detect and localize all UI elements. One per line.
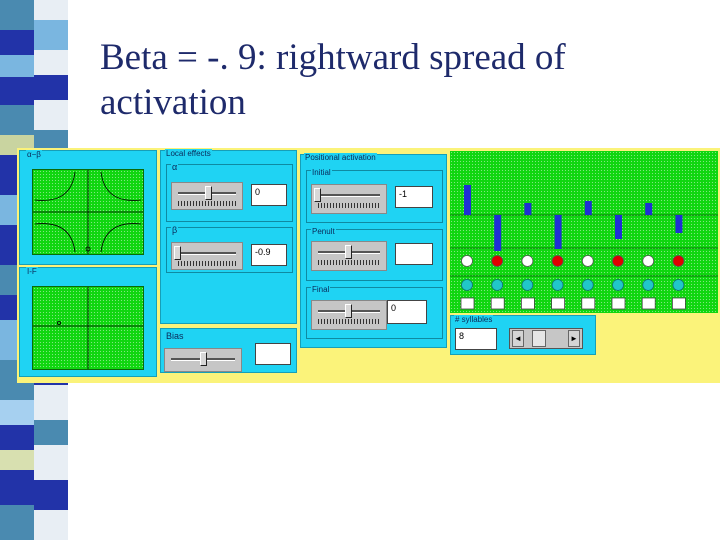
syllable-circle — [642, 255, 655, 267]
activation-bar — [554, 215, 562, 249]
bias-panel: Bias — [160, 328, 297, 373]
syllables-scroll-thumb[interactable] — [532, 330, 546, 347]
final-group: Final 0 — [306, 285, 443, 339]
syllable-marker[interactable] — [642, 279, 655, 291]
final-slider-thumb[interactable] — [345, 304, 352, 318]
positional-activation-label: Positional activation — [304, 153, 377, 162]
activation-bar — [645, 203, 653, 215]
beta-label: β — [171, 225, 179, 235]
initial-slider[interactable] — [311, 184, 387, 214]
syllable-marker[interactable] — [672, 279, 685, 291]
final-field[interactable]: 0 — [387, 300, 427, 324]
syllables-spinner[interactable]: ◄ ► — [509, 328, 583, 349]
alpha-field[interactable]: 0 — [251, 184, 287, 206]
syllable-circle — [672, 255, 685, 267]
syllables-right-arrow[interactable]: ► — [568, 330, 580, 347]
slide-title-line2: activation — [100, 82, 246, 123]
bias-slider-thumb[interactable] — [200, 352, 207, 366]
alpha-slider[interactable] — [171, 182, 243, 210]
activation-display — [450, 151, 718, 313]
penult-group: Penult — [306, 227, 443, 281]
penult-label: Penult — [311, 227, 336, 236]
alpha-slider-thumb[interactable] — [205, 186, 212, 200]
alpha-beta-plot — [32, 169, 144, 255]
syllable-checkbox[interactable] — [521, 297, 535, 310]
local-effects-panel: Local effects α 0 β -0.9 — [160, 149, 297, 324]
penult-slider-thumb[interactable] — [345, 245, 352, 259]
activation-bar — [675, 215, 683, 233]
penult-field[interactable] — [395, 243, 433, 265]
slide-title: Beta = -. 9: rightward spread of activat… — [100, 35, 700, 125]
syllable-checkbox[interactable] — [671, 297, 686, 310]
initial-label: Initial — [311, 168, 332, 177]
activation-bar — [494, 215, 502, 251]
syllable-circle — [551, 255, 564, 267]
syllable-checkbox[interactable] — [611, 297, 626, 310]
alpha-label: α — [171, 162, 179, 172]
syllable-checkbox[interactable] — [641, 297, 656, 310]
syllable-marker[interactable] — [491, 279, 504, 291]
syllable-circle — [491, 255, 504, 267]
final-slider[interactable] — [311, 300, 387, 330]
final-label: Final — [311, 285, 331, 294]
beta-slider[interactable] — [171, 242, 243, 270]
bias-field[interactable] — [255, 343, 291, 365]
syllable-checkbox[interactable] — [460, 297, 475, 310]
syllable-circle — [521, 255, 534, 267]
syllable-marker[interactable] — [612, 279, 624, 291]
syllable-circle — [612, 255, 624, 267]
alpha-beta-label: α−β — [26, 150, 42, 159]
initial-field[interactable]: -1 — [395, 186, 433, 208]
syllables-field[interactable]: 8 — [455, 328, 497, 350]
beta-group: β -0.9 — [166, 225, 293, 273]
beta-field[interactable]: -0.9 — [251, 244, 287, 266]
syllable-circle — [581, 255, 594, 267]
activation-graph — [450, 185, 718, 310]
i-f-graph — [33, 287, 143, 369]
slide-title-line1: Beta = -. 9: rightward spread of — [100, 37, 566, 78]
initial-slider-thumb[interactable] — [314, 188, 321, 202]
local-effects-label: Local effects — [165, 149, 212, 158]
bias-slider[interactable] — [164, 348, 242, 372]
activation-bar — [464, 185, 471, 215]
syllable-checkbox[interactable] — [581, 297, 596, 310]
syllable-marker[interactable] — [461, 279, 473, 291]
i-f-label: I-F — [26, 267, 38, 276]
beta-slider-thumb[interactable] — [174, 246, 181, 260]
syllable-checkbox[interactable] — [490, 297, 505, 310]
syllable-marker[interactable] — [551, 279, 564, 291]
syllables-panel: # syllables 8 ◄ ► — [450, 315, 596, 355]
alpha-group: α 0 — [166, 162, 293, 222]
penult-slider[interactable] — [311, 241, 387, 271]
syllable-checkbox[interactable] — [551, 297, 565, 310]
activation-bar — [524, 203, 532, 215]
initial-group: Initial -1 — [306, 168, 443, 223]
i-f-plot — [32, 286, 144, 370]
activation-bar — [615, 215, 622, 239]
alpha-beta-panel: α−β — [19, 150, 157, 265]
bias-label: Bias — [165, 331, 185, 341]
simulation-app: α−β I-F Local effects α — [17, 148, 720, 383]
syllables-label: # syllables — [454, 315, 494, 324]
syllables-left-arrow[interactable]: ◄ — [512, 330, 524, 347]
hyperbola-graph — [33, 170, 143, 254]
i-f-panel: I-F — [19, 267, 157, 377]
activation-bar — [584, 201, 592, 215]
syllable-circle — [461, 255, 473, 267]
syllable-marker[interactable] — [581, 279, 594, 291]
positional-activation-panel: Positional activation Initial -1 Penult … — [300, 153, 447, 348]
syllable-marker[interactable] — [521, 279, 534, 291]
